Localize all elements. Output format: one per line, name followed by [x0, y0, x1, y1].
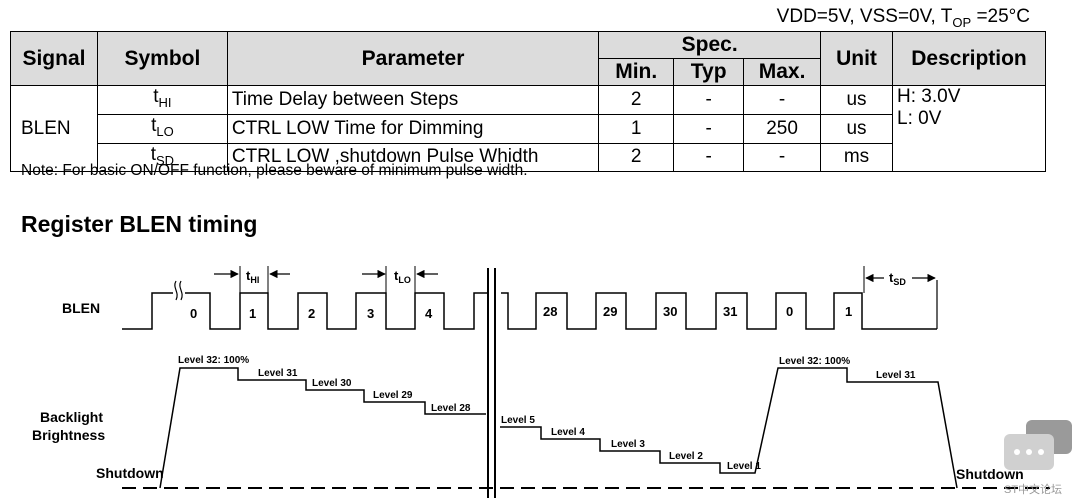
chat-bubbles-icon: [1004, 420, 1072, 470]
pulse-label: 1: [249, 306, 256, 321]
level-label: Level 5: [501, 415, 535, 426]
max-cell: -: [743, 142, 822, 173]
spec-table: Signal Symbol Parameter Spec. Unit Descr…: [10, 31, 1046, 173]
pulse-label: 29: [603, 304, 617, 319]
level-label: Level 31: [876, 370, 916, 381]
header-spec: Spec.: [598, 31, 822, 59]
unit-cell: ms: [820, 142, 893, 173]
brightness-label: Brightness: [32, 427, 105, 443]
min-cell: 2: [598, 85, 675, 115]
pulse-label: 4: [425, 306, 433, 321]
table-row: tLO CTRL LOW Time for Dimming 1 - 250 us: [11, 113, 1046, 144]
level-label: Level 31: [258, 368, 298, 379]
brightness-curve-left: [159, 367, 486, 489]
pulse-label: 0: [190, 306, 197, 321]
header-signal: Signal: [10, 31, 98, 86]
section-title: Register BLEN timing: [21, 211, 258, 237]
header-typ: Typ: [673, 58, 745, 86]
level-label: Level 29: [373, 390, 413, 401]
parameter-cell: CTRL LOW ,shutdown Pulse Whidth: [226, 142, 600, 173]
pulse-label: 3: [367, 306, 374, 321]
signal-cell: BLEN: [10, 84, 98, 173]
blen-waveform-left: [122, 292, 487, 330]
level-label: Level 4: [551, 427, 585, 438]
table-note: Note: For basic ON/OFF function, please …: [21, 162, 528, 179]
operating-conditions: VDD=5V, VSS=0V, TOP =25°C: [776, 6, 1030, 30]
level-label: Level 32: 100%: [178, 355, 249, 366]
level-label: Level 2: [669, 451, 703, 462]
header-parameter: Parameter: [226, 31, 600, 86]
min-cell: 2: [598, 142, 675, 173]
typ-cell: -: [673, 142, 745, 173]
backlight-label: Backlight: [40, 409, 103, 425]
header-symbol: Symbol: [96, 31, 228, 86]
watermark-text: ST中文论坛: [1004, 484, 1063, 496]
header-unit: Unit: [820, 31, 893, 86]
brightness-curve-right: [500, 367, 958, 489]
pulse-label: 28: [543, 304, 557, 319]
tlo-label: tLO: [394, 268, 411, 285]
shutdown-label-left: Shutdown: [96, 465, 164, 481]
level-label: Level 28: [431, 403, 471, 414]
pulse-label: 31: [723, 304, 737, 319]
pulse-label: 0: [786, 304, 793, 319]
level-label: Level 1: [727, 461, 761, 472]
level-label: Level 3: [611, 439, 645, 450]
tsd-label: tSD: [889, 270, 906, 287]
symbol-cell: tHI: [96, 85, 228, 115]
parameter-cell: Time Delay between Steps: [226, 85, 600, 115]
break-mark: [174, 280, 183, 301]
pulse-label: 2: [308, 306, 315, 321]
blen-signal-label: BLEN: [62, 300, 100, 316]
level-label: Level 30: [312, 378, 352, 389]
symbol-cell: tSD: [96, 142, 228, 173]
pulse-label: 30: [663, 304, 677, 319]
blen-waveform-right: [501, 292, 937, 330]
level-label: Level 32: 100%: [779, 356, 850, 367]
unit-cell: us: [820, 113, 893, 144]
shutdown-label-right: Shutdown: [956, 466, 1024, 482]
parameter-cell: CTRL LOW Time for Dimming: [226, 113, 600, 144]
header-min: Min.: [598, 58, 675, 86]
typ-cell: -: [673, 113, 745, 144]
thi-label: tHI: [246, 268, 259, 285]
header-max: Max.: [743, 58, 822, 86]
table-row: tSD CTRL LOW ,shutdown Pulse Whidth 2 - …: [11, 142, 1046, 173]
pulse-label: 1: [845, 304, 852, 319]
header-description: Description: [892, 31, 1046, 86]
